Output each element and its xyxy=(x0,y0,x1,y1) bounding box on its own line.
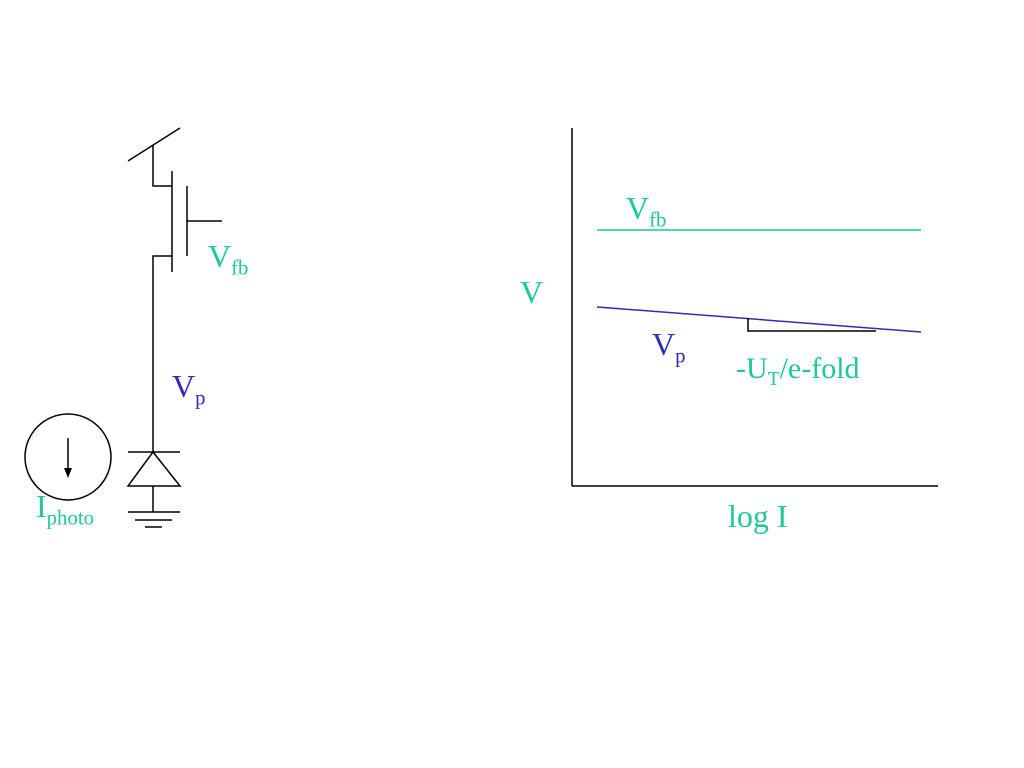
current-source-circle xyxy=(24,413,112,501)
drain-wire xyxy=(152,145,172,187)
vfb-curve-label: Vfb xyxy=(626,190,667,232)
vp-node-label: Vp xyxy=(172,368,206,410)
x-axis-label: log I xyxy=(728,498,788,534)
vp-curve-label: Vp xyxy=(652,326,686,368)
photodiode-triangle xyxy=(126,450,182,487)
y-axis-label: V xyxy=(520,274,544,310)
current-source-arrowhead xyxy=(64,468,72,478)
vfb-gate-label: Vfb xyxy=(208,238,249,280)
supply-rail xyxy=(127,127,181,162)
vp-node-wire xyxy=(152,255,172,452)
iphoto-label: Iphoto xyxy=(36,488,95,530)
slope-label: -UT/e-fold xyxy=(736,352,860,390)
vp-curve xyxy=(596,306,922,333)
slope-indicator xyxy=(747,318,876,332)
